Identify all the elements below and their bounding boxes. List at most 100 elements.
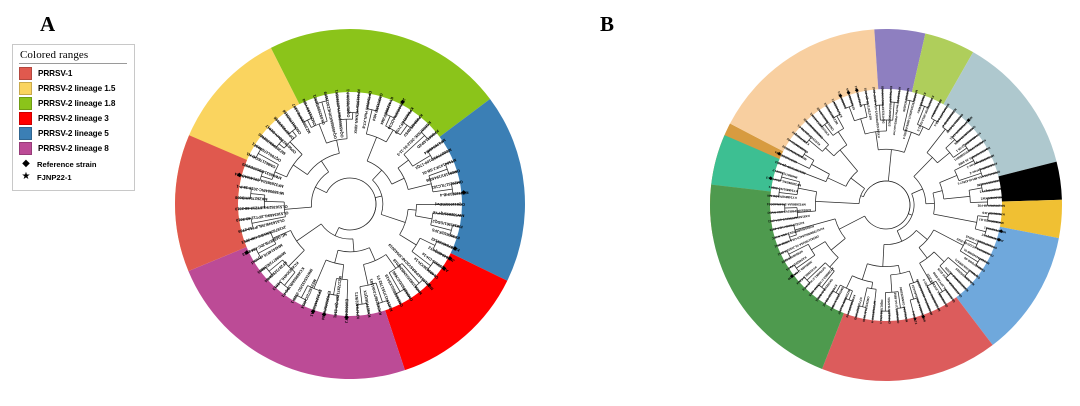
tip-label[interactable]: MG029279/1034/NC/7-0006-002/02-4	[902, 90, 919, 140]
tip-label[interactable]: FJNP22-1	[911, 310, 918, 325]
tree-branches	[769, 89, 1003, 321]
sector-10[interactable]	[710, 184, 844, 369]
tip-label[interactable]: EU756524/PRRSV005000522	[887, 86, 893, 127]
legend-range-6[interactable]: PRRSV-2 lineage 8	[19, 142, 127, 155]
tip-label[interactable]: EU860248/TJ	[837, 90, 848, 109]
tip-label[interactable]: KY348852/NADC-MN	[767, 194, 797, 200]
sector-6[interactable]	[998, 161, 1062, 202]
legend-range-label: PRRSV-2 lineage 3	[38, 114, 109, 123]
diamond-marker: ◆	[790, 274, 794, 280]
tip-label[interactable]: OQ817853.1/XJ-1	[879, 299, 884, 324]
tip-label[interactable]: OQ817853/XJ-1	[345, 88, 351, 117]
legend-range-4[interactable]: PRRSV-2 lineage 3	[19, 112, 127, 125]
tip-label[interactable]: MT180405/VR2385	[976, 178, 1003, 187]
legend-range-3[interactable]: PRRSV-2 lineage 1.8	[19, 97, 127, 110]
tip-label[interactable]: MW561594/ GXNN202004	[899, 286, 909, 322]
sector-5[interactable]	[188, 246, 405, 379]
legend-range-1[interactable]: PRRSV-1	[19, 67, 127, 80]
tip-label[interactable]: OP784961/ HuN-XT-8	[361, 90, 373, 129]
tip-label[interactable]: KY348851/SC-2020-1	[768, 185, 798, 193]
tip-label[interactable]: DQ473213/PRRSV0000038	[880, 86, 885, 124]
tip-label[interactable]: KF611905/ HENAN-XINX	[353, 89, 362, 134]
sector-4[interactable]	[911, 33, 974, 105]
tip-label[interactable]: OM202897.1/ GX-6852	[893, 292, 900, 324]
sector-5[interactable]	[943, 52, 1057, 177]
star-marker: ★	[21, 171, 31, 182]
diamond-marker: ◆	[442, 266, 447, 272]
tip-label[interactable]: KX357708/QTX	[362, 289, 372, 317]
tip-label[interactable]: MZ172971/SD-QD-2101	[333, 276, 344, 319]
sector-11[interactable]	[711, 135, 780, 192]
legend-diamond-marker-row: ◆Reference strain	[20, 159, 127, 169]
tip-label[interactable]: MK262794/HD008	[234, 195, 267, 202]
sector-4[interactable]	[385, 253, 508, 371]
tip-label[interactable]: OM201179.1/ S136	[862, 296, 871, 322]
sector-9[interactable]	[822, 297, 993, 381]
sector-3[interactable]	[874, 29, 926, 92]
tip-label[interactable]: OQ459666/GXYL20220501	[334, 89, 345, 138]
tip-label[interactable]: MW532899/QYYZ	[432, 210, 465, 218]
tip-label[interactable]: MH998772/HuN-LY	[772, 168, 798, 180]
tree-branches	[238, 92, 463, 316]
tip-label[interactable]: KP179402/NT1	[354, 291, 361, 319]
diamond-marker: ◆	[448, 256, 453, 262]
legend-range-label: PRRSV-2 lineage 8	[38, 144, 109, 153]
tip-label[interactable]: KU152/PRRSV-USA-2020	[769, 221, 805, 232]
sector-2[interactable]	[270, 29, 491, 137]
diamond-marker: ◆	[245, 250, 250, 256]
tip-labels: KX815304/PRRSV2-USA-2011KX815305/PRRSV2-…	[765, 85, 1006, 325]
tip-label[interactable]: EF112445/JXA1	[854, 85, 863, 108]
tip-label[interactable]: OL516352/HLJ/TZ12-88-2010	[235, 204, 288, 211]
tip-label[interactable]: KX815305/PRRSV2-USA-NVDC	[766, 208, 811, 215]
tip-label[interactable]: MZ172971/SD-QD-2101	[863, 87, 873, 120]
legend-range-2[interactable]: PRRSV-2 lineage 1.5	[19, 82, 127, 95]
tip-label[interactable]: MW532899/QYYZ	[979, 186, 1004, 193]
tip-label[interactable]: KP990653/FJFS	[982, 211, 1005, 217]
tip-label[interactable]: MF326985/IA-2014/NADC34	[767, 202, 806, 206]
sector-7[interactable]	[999, 199, 1062, 239]
sector-2[interactable]	[730, 29, 879, 152]
tip-label[interactable]: MH368966/GD-RJ	[978, 217, 1003, 225]
tip-label[interactable]: KX815304/PRRSV2-USA-2011	[768, 214, 810, 224]
tip-label[interactable]: MF197507/TJM-F92	[977, 204, 1005, 208]
tip-label[interactable]: KF702102/FJ/SD	[853, 297, 863, 321]
tip-label[interactable]: MF375281/SC-H	[870, 301, 877, 324]
tip-label[interactable]: AF066184/PrimePac-PRRSvaccine	[892, 87, 902, 136]
star-marker: ★	[913, 317, 918, 323]
tip-label[interactable]: KM111961/GDQJ	[432, 219, 463, 230]
tip-label[interactable]: EF635006/HuN4	[845, 87, 856, 110]
tip-label[interactable]: OQ811003/GDwj	[435, 202, 465, 207]
tip-label[interactable]: JN864948/QYYZ	[981, 233, 1004, 244]
color-swatch	[19, 82, 32, 95]
tip-label[interactable]: OR001298/ BJ2021	[887, 297, 892, 324]
panel-b-letter: B	[600, 12, 615, 36]
tip-label[interactable]: MN650220/14290	[902, 88, 910, 113]
tip-label[interactable]: KP860910/FJY04	[845, 294, 857, 318]
diamond-marker: ◆	[237, 172, 242, 178]
colored-range-sectors	[710, 29, 1062, 381]
tip-label[interactable]: OM202117/LC102	[430, 179, 463, 190]
tip-label[interactable]: MF326990/NC-2014-ISU-3	[765, 175, 801, 187]
legend-range-5[interactable]: PRRSV-2 lineage 5	[19, 127, 127, 140]
tip-label[interactable]: KY591722/PRRSV2-USA-15497-2007	[872, 86, 881, 138]
legend-range-label: PRRSV-2 lineage 1.5	[38, 84, 116, 93]
color-swatch	[19, 142, 32, 155]
tip-label[interactable]: EU860248/TJ	[344, 299, 350, 323]
diamond-marker: ◆	[999, 228, 1003, 234]
legend-range-label: PRRSV-1	[38, 69, 73, 78]
tip-label[interactable]: KP998429/WSV	[916, 92, 927, 114]
tip-label[interactable]: KX815003/GXWZ	[980, 195, 1004, 201]
sector-6[interactable]	[174, 135, 248, 272]
color-swatch	[19, 112, 32, 125]
sector-8[interactable]	[956, 226, 1059, 345]
tip-label[interactable]: MZ311823/HB-4	[439, 190, 469, 198]
sector-3[interactable]	[439, 99, 525, 281]
legend-range-label: PRRSV-2 lineage 5	[38, 129, 109, 138]
tip-label[interactable]: KF287640/JXA1	[983, 225, 1006, 234]
diamond-marker: ◆	[400, 100, 405, 106]
tip-label[interactable]: EF635006/HUN4	[320, 290, 332, 321]
diamond-marker: ◆	[311, 309, 316, 315]
panel-a-letter: A	[40, 12, 56, 36]
